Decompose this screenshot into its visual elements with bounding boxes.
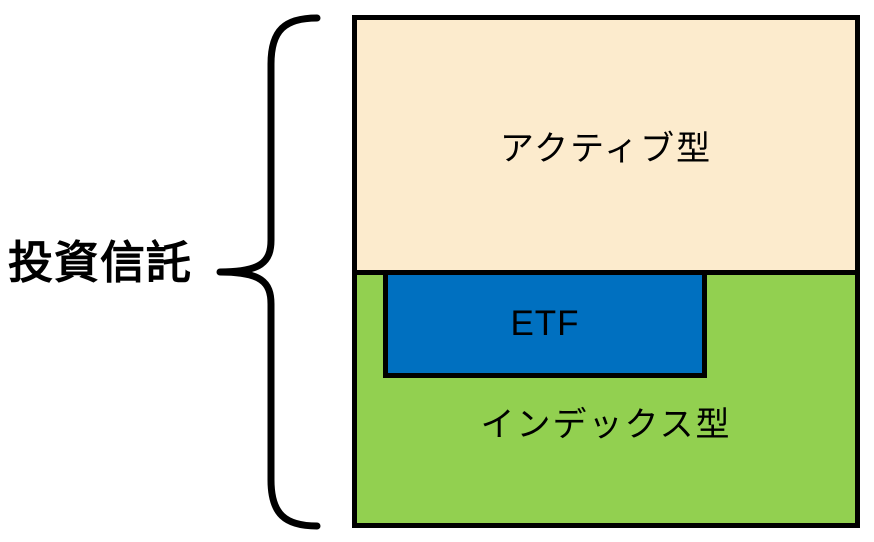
curly-brace-icon <box>216 14 321 530</box>
etf-label: ETF <box>510 304 580 343</box>
etf-box: ETF <box>383 270 707 378</box>
index-type-section: ETF インデックス型 <box>357 270 855 523</box>
fund-structure-box: アクティブ型 ETF インデックス型 <box>352 15 860 528</box>
active-type-label: アクティブ型 <box>499 129 713 168</box>
index-type-label: インデックス型 <box>480 406 732 444</box>
index-type-label-wrap: インデックス型 <box>357 397 855 446</box>
active-type-section: アクティブ型 <box>357 20 855 275</box>
investment-trust-label: 投資信託 <box>8 237 193 288</box>
